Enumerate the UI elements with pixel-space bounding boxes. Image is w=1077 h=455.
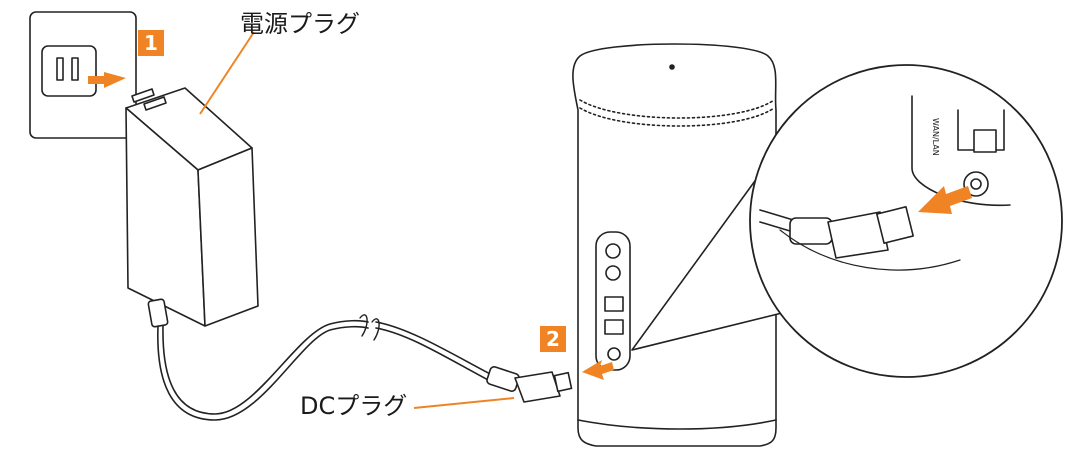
power-plug-label: 電源プラグ (240, 10, 360, 38)
arrow-icon (582, 360, 614, 380)
wall-outlet (29, 11, 137, 139)
router (572, 43, 777, 447)
dc-cable (157, 314, 495, 421)
step-badge-1: 1 (138, 30, 164, 56)
arrow-icon (918, 186, 972, 214)
ac-adapter (125, 87, 259, 328)
power-plug-leader (199, 31, 255, 115)
dc-plug-label: DCプラグ (300, 392, 408, 420)
zoom-callout (631, 64, 1063, 378)
device-port-label: WAN/LAN (931, 118, 940, 156)
step-badge-2: 2 (540, 326, 566, 352)
dc-plug-body (486, 366, 573, 403)
arrow-icon (88, 72, 126, 88)
dc-plug-leader (413, 397, 515, 409)
